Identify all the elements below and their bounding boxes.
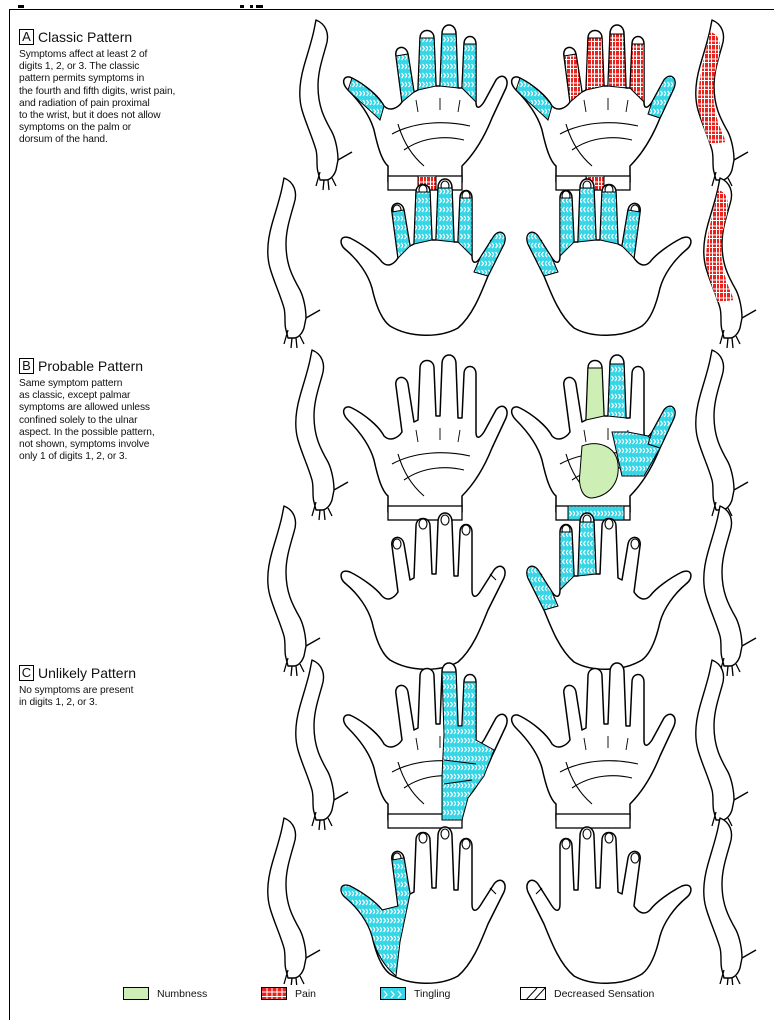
arm-c1-right xyxy=(696,660,748,830)
hand-a1-palm xyxy=(344,25,507,190)
legend-item-pain: Pain xyxy=(261,987,316,1000)
arm-c2-right xyxy=(704,818,756,985)
hand-diagram-illustrations xyxy=(0,0,774,985)
hand-a2-back xyxy=(341,179,505,335)
legend-label: Pain xyxy=(295,988,316,1000)
pain-swatch xyxy=(261,987,287,1000)
legend-item-decreased: Decreased Sensation xyxy=(520,987,654,1000)
hand-c1-palm-clear xyxy=(512,663,675,828)
hand-b1-palm-clear xyxy=(344,355,507,520)
arm-a2-right-pain xyxy=(704,178,756,348)
arm-c1-left xyxy=(296,660,348,830)
decreased-sensation-swatch xyxy=(520,987,546,1000)
hand-c2-back-clear xyxy=(527,827,691,983)
legend: Numbness Pain Tingling Decreased Sensati… xyxy=(0,987,774,1009)
tingling-swatch xyxy=(380,987,406,1000)
legend-label: Numbness xyxy=(157,988,207,1000)
legend-label: Tingling xyxy=(414,988,450,1000)
hand-c1-palm-ulnar xyxy=(344,663,507,828)
arm-b2-right xyxy=(704,506,756,676)
hand-b1-palm-mixed xyxy=(512,355,675,520)
numbness-swatch xyxy=(123,987,149,1000)
hand-a2-back-mirror xyxy=(527,179,691,335)
arm-b1-right xyxy=(696,350,748,520)
arm-a1-left xyxy=(300,20,352,190)
arm-a2-left xyxy=(268,178,320,348)
legend-label: Decreased Sensation xyxy=(554,988,654,1000)
arm-c2-left xyxy=(268,818,320,985)
arm-b2-left xyxy=(268,506,320,676)
hand-a1-palm-pain xyxy=(512,25,675,190)
arm-b1-left xyxy=(296,350,348,520)
arm-a1-right-pain xyxy=(696,20,748,190)
hand-c2-back-ulnar xyxy=(341,827,505,983)
legend-item-numbness: Numbness xyxy=(123,987,207,1000)
hand-b2-back-tingling xyxy=(527,513,691,669)
legend-item-tingling: Tingling xyxy=(380,987,450,1000)
hand-b2-back-clear xyxy=(341,513,505,669)
